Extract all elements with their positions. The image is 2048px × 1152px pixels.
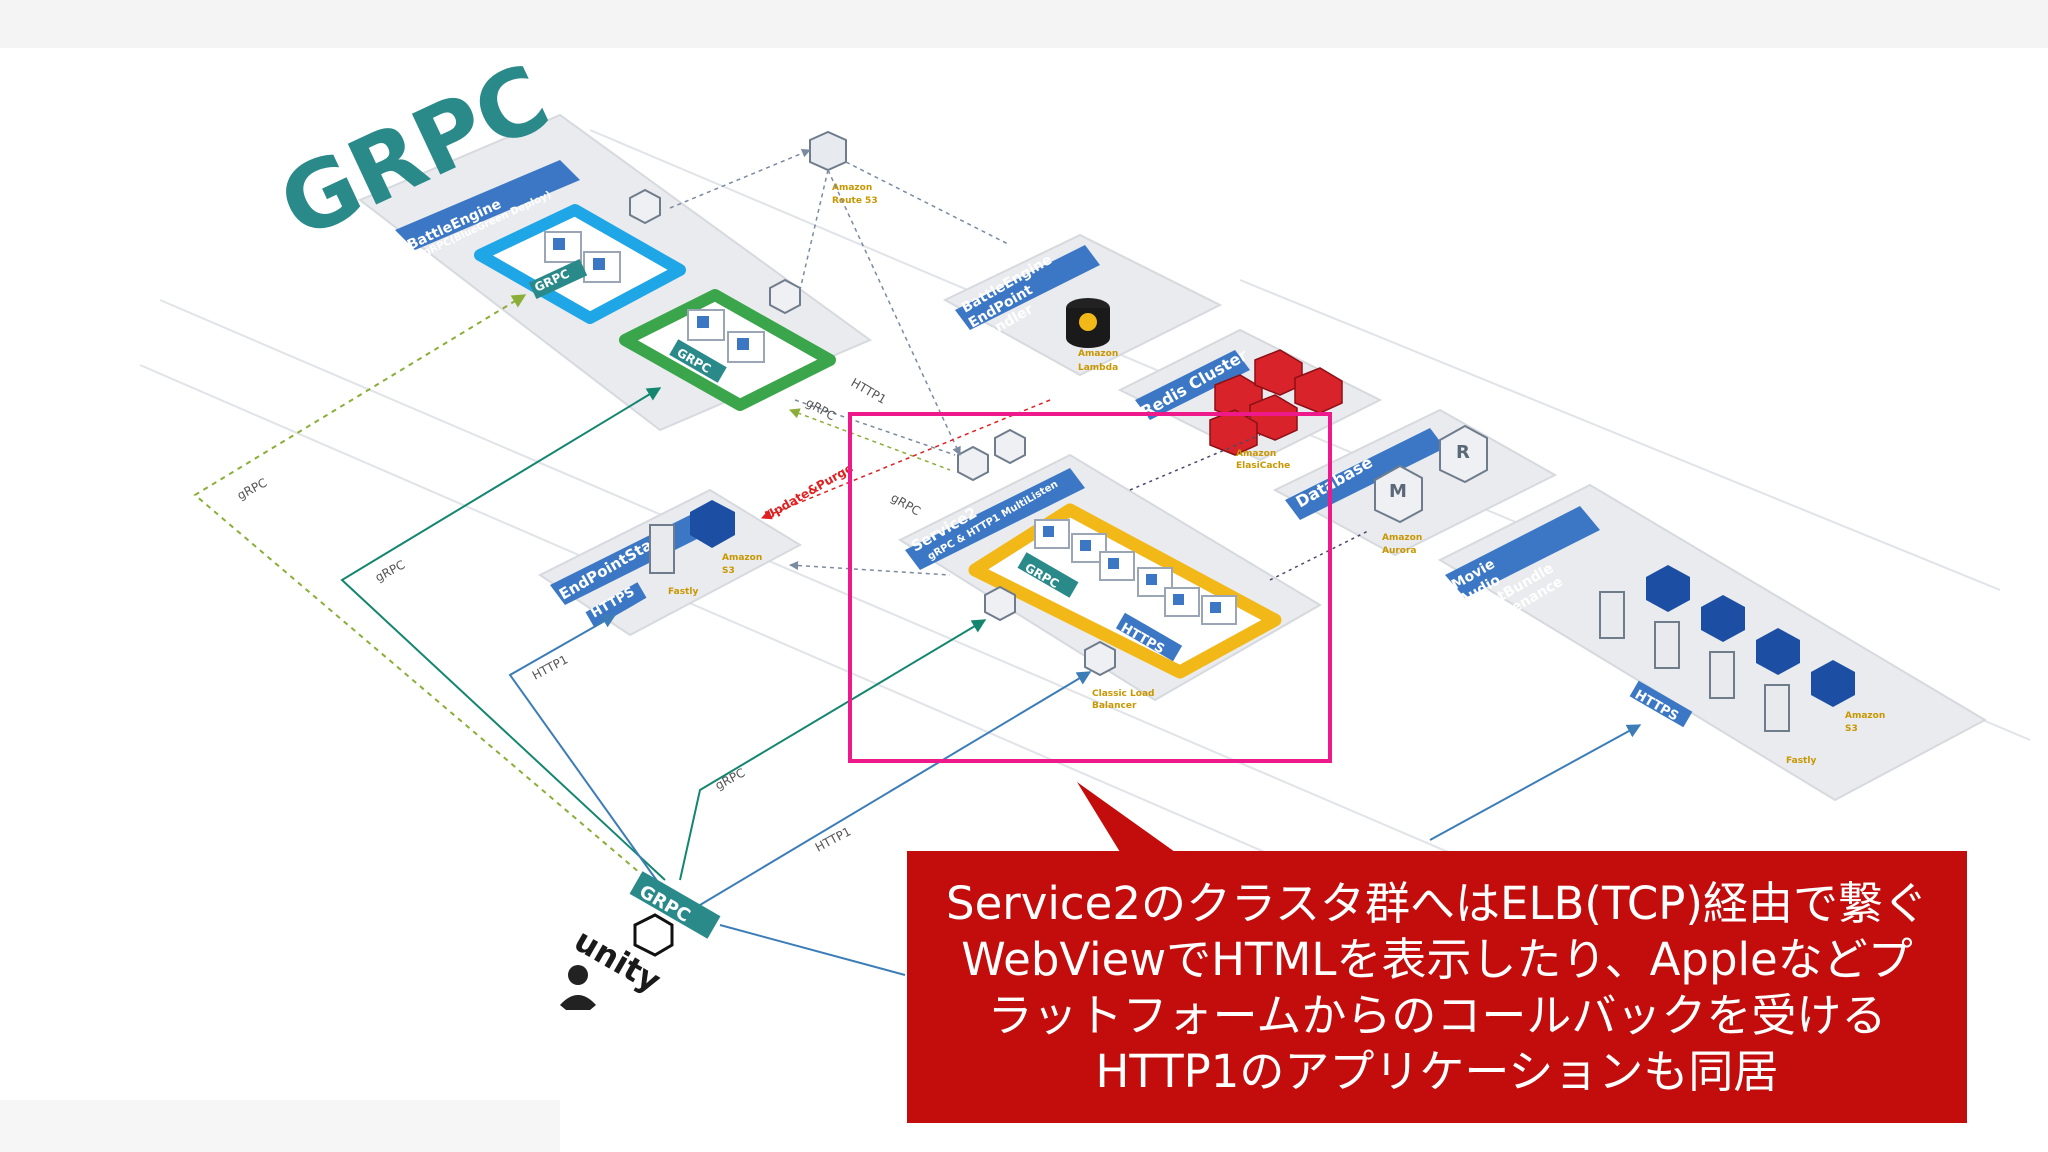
aurora-label-2: Aurora (1382, 546, 1417, 556)
callout-box (907, 851, 1967, 1123)
callout (907, 782, 1967, 1123)
user-icon-head (568, 965, 588, 985)
top-band (0, 0, 2048, 48)
elasticache-label-1: Amazon (1236, 449, 1276, 459)
edge-label-grpc-dashed: gRPC (235, 475, 269, 502)
s3-label-2: S3 (722, 566, 735, 576)
s3-bucket-icon (690, 500, 735, 548)
edge-label-http1-top: HTTP1 (849, 375, 889, 406)
lambda-label-2: Lambda (1078, 363, 1118, 373)
edge-label-grpc-left: gRPC (373, 557, 407, 584)
fastly-right-label: Fastly (1786, 756, 1816, 766)
s3-right-label-1: Amazon (1845, 711, 1885, 721)
media-panel: Movie Audio AssetBundle Maintenance HTTP… (1437, 483, 1988, 802)
classic-load-balancer-icon (1084, 640, 1116, 677)
edge-label-update-purge: Update&Purge (763, 461, 856, 523)
bottom-left-band (0, 1100, 560, 1152)
s3-buckets (1646, 565, 1855, 707)
load-balancer-icon (629, 188, 661, 225)
s3-label-1: Amazon (722, 553, 762, 563)
service2-highlight-box (848, 412, 1332, 763)
battle-engine-panel: BattleEngine gRPC(BlueGreen Deploy) GRPC… (358, 113, 873, 432)
clb-label-2: Balancer (1092, 701, 1137, 711)
aurora-replica-icon (1439, 424, 1488, 484)
load-balancer-icon (994, 428, 1026, 465)
unity-logo-icon (633, 913, 674, 957)
elasticache-label-2: ElasiCache (1236, 461, 1290, 471)
client-node: GRPC unity (560, 871, 721, 1010)
lambda-icon (1079, 313, 1097, 331)
endpoint-state-panel: EndPointState HTTPS Fastly Amazon S3 (538, 488, 803, 637)
service2-panel: Service2 gRPC & HTTP1 MultiListen GRPC H… (897, 428, 1322, 711)
aurora-replica-letter: R (1456, 442, 1470, 463)
connectors (193, 148, 1642, 976)
user-icon (560, 995, 596, 1010)
yellow-cluster-ring (968, 503, 1282, 679)
clb-label-1: Classic Load (1092, 689, 1154, 699)
aurora-label-1: Amazon (1382, 533, 1422, 543)
endpoint-handler-panel: BattleEngine EndPoint Handler Amazon Lam… (942, 233, 1223, 377)
edge-label-grpc-service: gRPC (889, 490, 923, 518)
route53-icon (809, 130, 847, 172)
route53-label-2: Route 53 (832, 196, 878, 206)
edge-labels: gRPC gRPC HTTP1 gRPC HTTP1 HTTP1 gRPC gR… (235, 375, 923, 854)
edge-label-grpc-bottom: gRPC (713, 765, 747, 792)
database-panel: Database M R Amazon Aurora (1272, 408, 1558, 557)
unity-wordmark: unity (568, 921, 667, 1000)
load-balancer-icon (769, 278, 801, 315)
lambda-label-1: Amazon (1078, 349, 1118, 359)
aurora-master-letter: M (1389, 481, 1407, 502)
load-balancer-icon (957, 445, 989, 482)
fastly-server-icon (649, 524, 675, 574)
s3-right-label-2: S3 (1845, 724, 1858, 734)
fastly-servers (1599, 591, 1790, 732)
redis-nodes (1209, 349, 1343, 456)
load-balancer-icon (984, 585, 1016, 622)
route53-label-1: Amazon (832, 183, 872, 193)
edge-label-grpc-top: gRPC (804, 395, 838, 423)
route53-node: Amazon Route 53 (809, 130, 878, 206)
client-grpc-badge-bg (629, 871, 721, 939)
redis-panel: Redis Cluster Amazon ElasiCache (1117, 328, 1383, 471)
fastly-label: Fastly (668, 587, 698, 597)
edge-label-http1-bottom: HTTP1 (813, 824, 853, 854)
callout-pointer (1077, 782, 1175, 852)
aurora-master-icon (1374, 464, 1423, 524)
edge-label-http1-endpoint: HTTP1 (530, 652, 570, 682)
